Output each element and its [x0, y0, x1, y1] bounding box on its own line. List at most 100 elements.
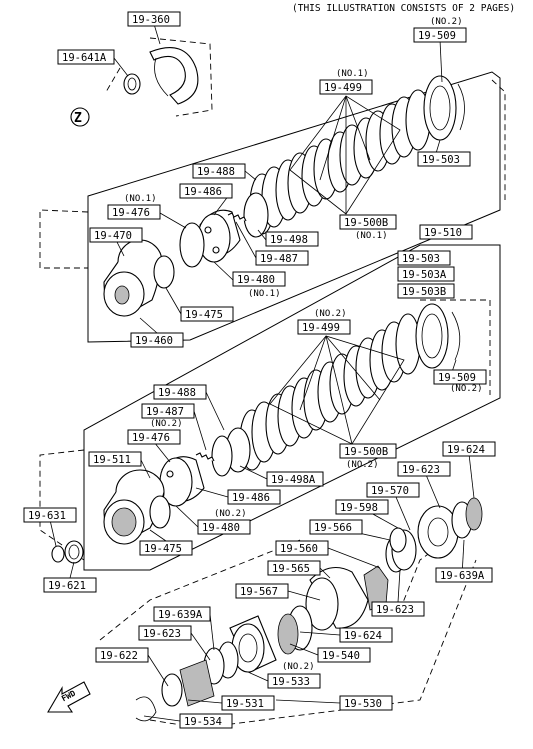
part-label-text: 19-510: [424, 227, 462, 239]
part-label-box: [442, 441, 496, 457]
part-label[interactable]: 19-566: [309, 519, 363, 535]
part-label-box: [397, 266, 455, 282]
part-label[interactable]: 19-540: [317, 647, 371, 663]
part-label[interactable]: 19-480: [197, 519, 251, 535]
part-label-text: 19-499: [302, 322, 340, 334]
part-label[interactable]: 19-360: [127, 11, 181, 27]
part-label-box: [309, 519, 363, 535]
part-label[interactable]: 19-503: [397, 250, 451, 266]
part-label[interactable]: 19-510: [419, 224, 473, 240]
part-label[interactable]: 19-509: [433, 369, 487, 385]
part-label[interactable]: 19-565: [267, 560, 321, 576]
part-label-text: 19-540: [322, 650, 360, 662]
part-label-box: [319, 79, 373, 95]
part-label[interactable]: 19-533: [267, 673, 321, 689]
part-label[interactable]: 19-531: [221, 695, 275, 711]
part-label-text: 19-530: [344, 698, 382, 710]
part-label[interactable]: 19-503: [417, 151, 471, 167]
part-label-box: [232, 271, 286, 287]
part-label[interactable]: 19-503B: [397, 283, 455, 299]
part-label[interactable]: 19-624: [442, 441, 496, 457]
part-label[interactable]: 19-476: [127, 429, 181, 445]
part-label[interactable]: 19-498A: [266, 471, 324, 487]
part-label-box: [317, 647, 371, 663]
part-label[interactable]: 19-503A: [397, 266, 455, 282]
part-label[interactable]: 19-623: [397, 461, 451, 477]
part-label-box: [339, 627, 393, 643]
part-label-box: [89, 227, 143, 243]
variant-note: (NO.2): [282, 662, 315, 672]
part-label[interactable]: 19-570: [366, 482, 420, 498]
part-label-text: 19-503B: [402, 286, 446, 298]
part-label-box: [88, 451, 142, 467]
part-label-box: [267, 560, 321, 576]
part-label-text: 19-624: [447, 444, 485, 456]
part-label[interactable]: 19-631: [23, 507, 77, 523]
part-label[interactable]: 19-487: [141, 403, 195, 419]
part-label[interactable]: 19-499: [297, 319, 351, 335]
part-label[interactable]: 19-621: [43, 577, 97, 593]
part-label[interactable]: 19-534: [179, 713, 233, 729]
ring-part: [123, 73, 141, 95]
part-label-text: 19-503A: [402, 269, 447, 281]
part-label-box: [179, 713, 233, 729]
part-label-text: 19-500B: [344, 217, 388, 229]
part-label-box: [127, 11, 181, 27]
variant-note: (NO.2): [314, 309, 347, 319]
part-label[interactable]: 19-598: [335, 499, 389, 515]
part-label-text: 19-488: [197, 166, 235, 178]
part-label[interactable]: 19-639A: [153, 606, 211, 622]
part-label-box: [297, 319, 351, 335]
part-label-text: 19-509: [418, 30, 456, 42]
part-label[interactable]: 19-500B: [339, 214, 397, 230]
variant-note: (NO.1): [336, 69, 369, 79]
part-label[interactable]: 19-498: [265, 231, 319, 247]
part-label[interactable]: 19-623: [138, 625, 192, 641]
part-label[interactable]: 19-500B: [339, 443, 397, 459]
part-label[interactable]: 19-475: [139, 540, 193, 556]
part-label-box: [435, 567, 493, 583]
part-label[interactable]: 19-623: [371, 601, 425, 617]
part-label[interactable]: 19-511: [88, 451, 142, 467]
z-badge-circle: [70, 107, 90, 127]
piston-lower: [159, 427, 251, 507]
part-label[interactable]: 19-470: [89, 227, 143, 243]
part-label[interactable]: 19-622: [95, 647, 149, 663]
part-label[interactable]: 19-480: [232, 271, 286, 287]
part-label[interactable]: 19-560: [275, 540, 329, 556]
part-label[interactable]: 19-639A: [435, 567, 493, 583]
part-label[interactable]: 19-486: [179, 183, 233, 199]
part-label[interactable]: 19-486: [227, 489, 281, 505]
assembly-frames: [39, 37, 506, 729]
part-label-text: 19-621: [48, 580, 86, 592]
part-label[interactable]: 19-487: [255, 250, 309, 266]
part-label-text: 19-360: [132, 14, 170, 26]
part-label-box: [227, 489, 281, 505]
part-label-box: [127, 429, 181, 445]
part-label[interactable]: 19-624: [339, 627, 393, 643]
part-label[interactable]: 19-488: [192, 163, 246, 179]
part-label-box: [221, 695, 275, 711]
part-label-box: [235, 583, 289, 599]
part-label-text: 19-503: [402, 253, 440, 265]
part-label[interactable]: 19-476: [107, 204, 161, 220]
part-label-text: 19-639A: [440, 570, 485, 582]
part-label-box: [266, 471, 324, 487]
part-label-text: 19-639A: [158, 609, 203, 621]
clutch-pack-lower: [239, 303, 461, 471]
part-label[interactable]: 19-499: [319, 79, 373, 95]
part-label[interactable]: 19-509: [413, 27, 467, 43]
part-label[interactable]: 19-488: [153, 384, 207, 400]
part-label[interactable]: 19-475: [180, 306, 234, 322]
part-label-text: 19-566: [314, 522, 352, 534]
part-label-text: 19-476: [112, 207, 150, 219]
part-label[interactable]: 19-567: [235, 583, 289, 599]
part-label-text: 19-503: [422, 154, 460, 166]
variant-note: (NO.2): [346, 460, 379, 470]
part-label-box: [267, 673, 321, 689]
part-label[interactable]: 19-641A: [57, 49, 115, 65]
part-label[interactable]: 19-460: [130, 332, 184, 348]
part-label-text: 19-623: [402, 464, 440, 476]
part-label[interactable]: 19-530: [339, 695, 393, 711]
